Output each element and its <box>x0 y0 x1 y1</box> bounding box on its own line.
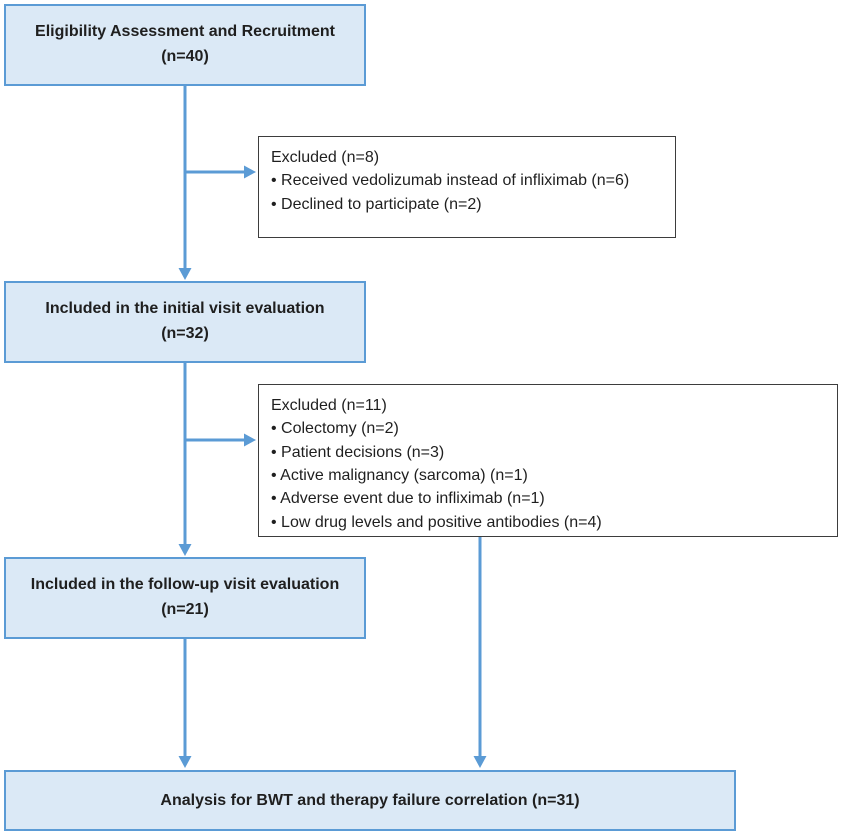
box-analysis: Analysis for BWT and therapy failure cor… <box>4 770 736 831</box>
excluded-1-item-1: Received vedolizumab instead of inflixim… <box>271 169 663 192</box>
excluded-1-list: Received vedolizumab instead of inflixim… <box>271 169 663 216</box>
excluded-2-item-1: Colectomy (n=2) <box>271 417 825 440</box>
excluded-2-list: Colectomy (n=2) Patient decisions (n=3) … <box>271 417 825 534</box>
arrow-head-icon <box>244 433 256 447</box>
box-initial-visit: Included in the initial visit evaluation… <box>4 281 366 363</box>
arrow-head-icon <box>178 756 192 768</box>
arrow-excluded2-to-analysis <box>473 537 487 768</box>
arrow-head-icon <box>473 756 487 768</box>
excluded-1-title: Excluded (n=8) <box>271 149 380 166</box>
excluded-2-item-4: Adverse event due to infliximab (n=1) <box>271 487 825 510</box>
box-eligibility: Eligibility Assessment and Recruitment (… <box>4 4 366 86</box>
box-initial-visit-count: (n=32) <box>161 325 209 342</box>
excluded-1-item-2: Declined to participate (n=2) <box>271 193 663 216</box>
arrow-eligibility-to-initial <box>178 86 192 280</box>
arrow-head-icon <box>244 165 256 179</box>
arrow-head-icon <box>178 544 192 556</box>
excluded-2-title: Excluded (n=11) <box>271 397 387 414</box>
box-excluded-2: Excluded (n=11) Colectomy (n=2) Patient … <box>258 384 838 537</box>
box-analysis-title: Analysis for BWT and therapy failure cor… <box>160 791 580 809</box>
box-eligibility-title: Eligibility Assessment and Recruitment <box>35 23 335 41</box>
box-excluded-1: Excluded (n=8) Received vedolizumab inst… <box>258 136 676 238</box>
box-followup-visit-count: (n=21) <box>161 601 209 618</box>
box-initial-visit-title: Included in the initial visit evaluation <box>45 300 325 318</box>
box-followup-visit-title: Included in the follow-up visit evaluati… <box>30 576 340 594</box>
excluded-2-item-3: Active malignancy (sarcoma) (n=1) <box>271 464 825 487</box>
arrow-initial-to-followup <box>178 363 192 556</box>
arrow-branch-to-excluded-1 <box>185 165 256 179</box>
excluded-2-item-5: Low drug levels and positive antibodies … <box>271 511 825 534</box>
box-eligibility-count: (n=40) <box>161 48 209 65</box>
excluded-2-item-2: Patient decisions (n=3) <box>271 441 825 464</box>
box-followup-visit: Included in the follow-up visit evaluati… <box>4 557 366 639</box>
arrow-followup-to-analysis <box>178 639 192 768</box>
arrow-branch-to-excluded-2 <box>185 433 256 447</box>
arrow-head-icon <box>178 268 192 280</box>
